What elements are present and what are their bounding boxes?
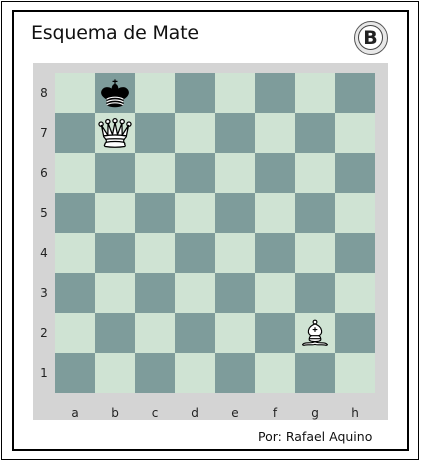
square-c1[interactable] [135,353,175,393]
square-c3[interactable] [135,273,175,313]
chess-board-frame: 8 7 6 5 4 3 2 1 a b c d e f g h [33,63,388,420]
square-g5[interactable] [295,193,335,233]
square-a1[interactable] [55,353,95,393]
file-label-b: b [111,406,119,420]
square-a2[interactable] [55,313,95,353]
square-b5[interactable] [95,193,135,233]
square-f3[interactable] [255,273,295,313]
square-a5[interactable] [55,193,95,233]
square-a3[interactable] [55,273,95,313]
square-d5[interactable] [175,193,215,233]
rank-label-5: 5 [40,206,48,220]
square-b6[interactable] [95,153,135,193]
file-label-c: c [151,406,159,420]
square-f8[interactable] [255,73,295,113]
square-g3[interactable] [295,273,335,313]
square-d3[interactable] [175,273,215,313]
square-d4[interactable] [175,233,215,273]
black-king-icon[interactable] [95,73,135,113]
square-e5[interactable] [215,193,255,233]
rank-label-6: 6 [40,166,48,180]
badge-letter: B [358,25,383,50]
square-g4[interactable] [295,233,335,273]
square-d2[interactable] [175,313,215,353]
square-f7[interactable] [255,113,295,153]
author-credit: Por: Rafael Aquino [258,429,373,444]
rank-label-8: 8 [40,86,48,100]
square-h1[interactable] [335,353,375,393]
square-d6[interactable] [175,153,215,193]
square-h6[interactable] [335,153,375,193]
rank-label-1: 1 [40,366,48,380]
square-h5[interactable] [335,193,375,233]
square-d7[interactable] [175,113,215,153]
white-bishop-icon[interactable] [295,313,335,353]
square-g6[interactable] [295,153,335,193]
square-e3[interactable] [215,273,255,313]
rank-label-7: 7 [40,126,48,140]
white-queen-icon[interactable] [95,113,135,153]
square-g7[interactable] [295,113,335,153]
file-label-d: d [191,406,199,420]
square-e7[interactable] [215,113,255,153]
file-label-e: e [231,406,239,420]
square-e8[interactable] [215,73,255,113]
square-g8[interactable] [295,73,335,113]
square-h8[interactable] [335,73,375,113]
square-b2[interactable] [95,313,135,353]
square-g1[interactable] [295,353,335,393]
file-label-h: h [351,406,359,420]
rank-label-2: 2 [40,326,48,340]
square-a8[interactable] [55,73,95,113]
square-h2[interactable] [335,313,375,353]
square-b1[interactable] [95,353,135,393]
square-a7[interactable] [55,113,95,153]
square-c8[interactable] [135,73,175,113]
square-e6[interactable] [215,153,255,193]
square-d1[interactable] [175,353,215,393]
square-c2[interactable] [135,313,175,353]
square-b3[interactable] [95,273,135,313]
square-h3[interactable] [335,273,375,313]
square-e1[interactable] [215,353,255,393]
square-d8[interactable] [175,73,215,113]
rank-label-3: 3 [40,286,48,300]
square-f2[interactable] [255,313,295,353]
rank-label-4: 4 [40,246,48,260]
square-f4[interactable] [255,233,295,273]
square-c6[interactable] [135,153,175,193]
square-c5[interactable] [135,193,175,233]
diagram-title: Esquema de Mate [31,22,199,44]
file-label-g: g [311,406,319,420]
square-e2[interactable] [215,313,255,353]
square-f5[interactable] [255,193,295,233]
square-h7[interactable] [335,113,375,153]
square-a6[interactable] [55,153,95,193]
square-f6[interactable] [255,153,295,193]
square-h4[interactable] [335,233,375,273]
square-c7[interactable] [135,113,175,153]
square-b4[interactable] [95,233,135,273]
badge-b-icon: B [354,21,388,55]
file-label-a: a [71,406,79,420]
square-c4[interactable] [135,233,175,273]
square-f1[interactable] [255,353,295,393]
square-a4[interactable] [55,233,95,273]
file-label-f: f [272,406,278,420]
square-e4[interactable] [215,233,255,273]
